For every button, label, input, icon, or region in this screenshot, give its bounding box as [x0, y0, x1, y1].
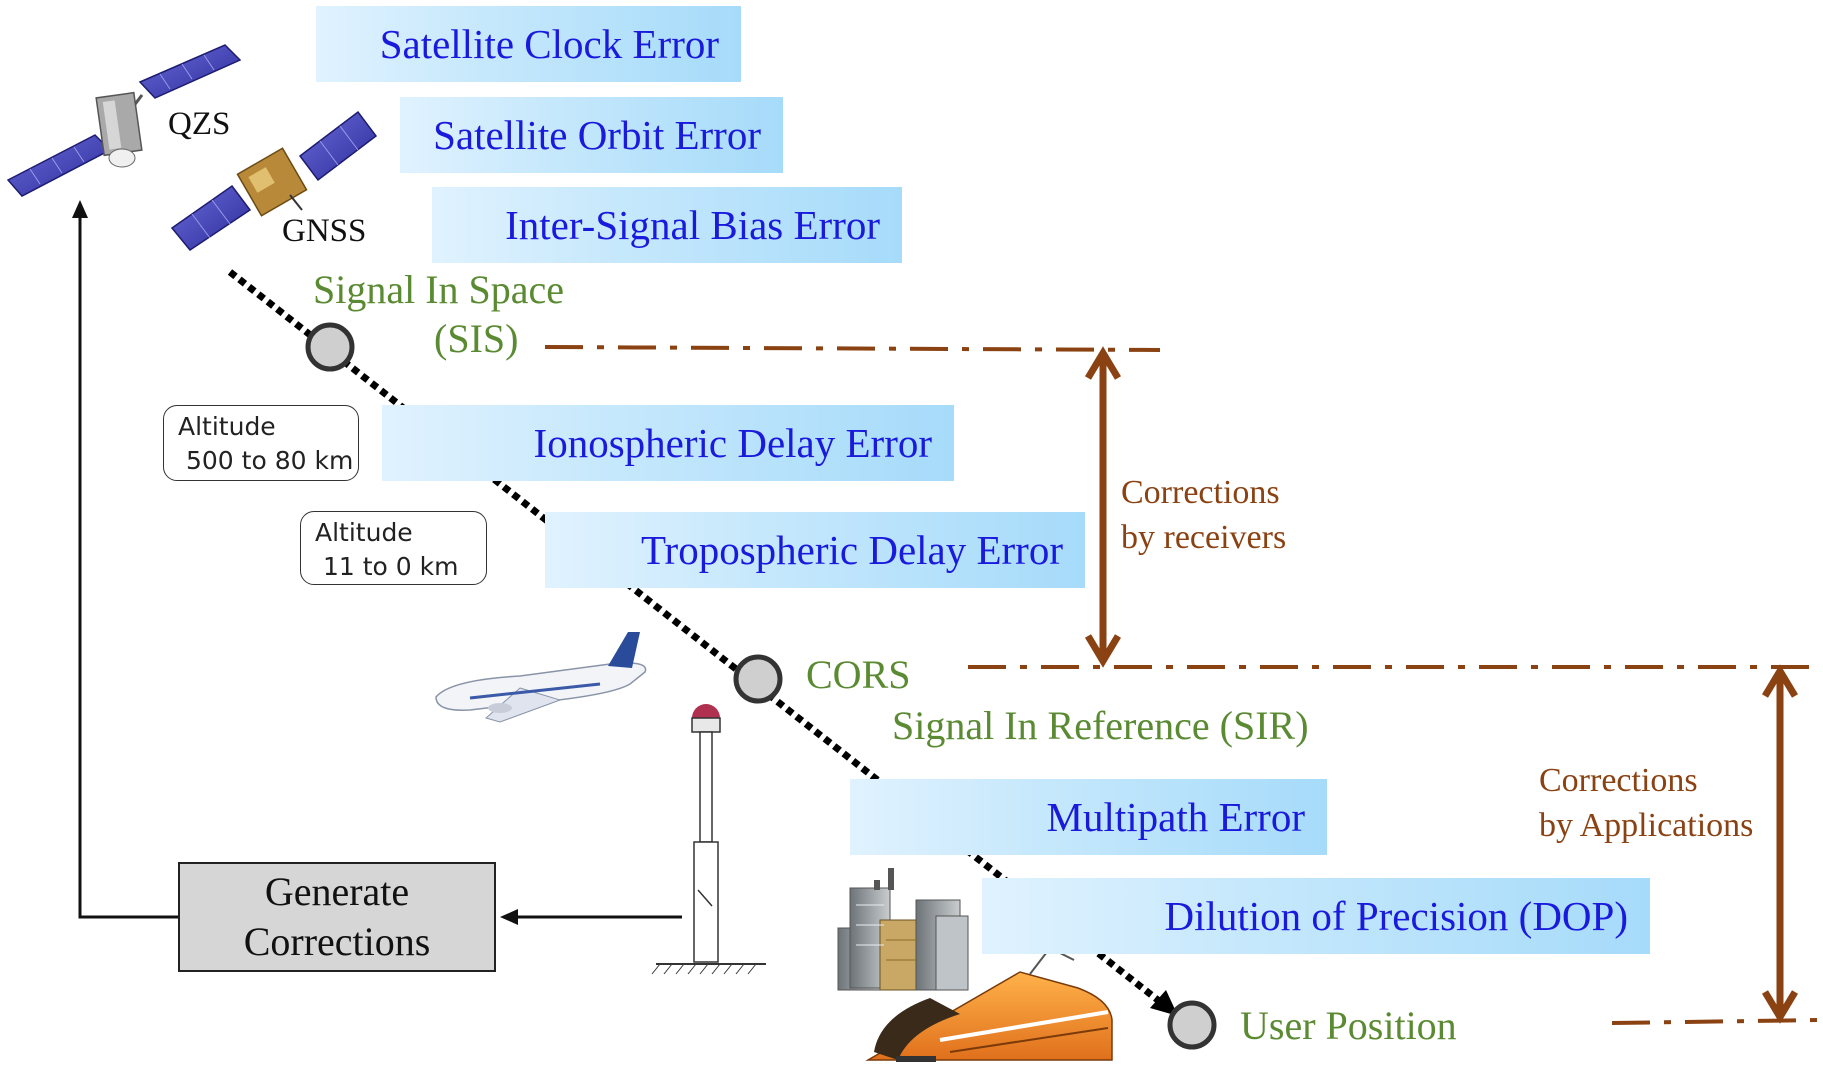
generate-corrections-box: Generate Corrections	[178, 862, 496, 972]
receivers-corrections-label: Corrections by receivers	[1121, 470, 1286, 560]
satellite-orbit-error-box: Satellite Orbit Error	[400, 97, 783, 173]
user-level-line	[1611, 1018, 1821, 1025]
generate-corrections-line2: Corrections	[243, 919, 431, 964]
dop-error-box: Dilution of Precision (DOP)	[982, 878, 1650, 954]
applications-correction-arrow	[1761, 664, 1799, 1024]
cors-to-generator-arrowhead	[500, 909, 518, 925]
uplink-line	[78, 212, 178, 919]
sis-level-line	[544, 345, 1161, 352]
cors-node	[733, 654, 783, 704]
satellite-clock-error-label: Satellite Clock Error	[379, 21, 719, 67]
ionospheric-delay-error-label: Ionospheric Delay Error	[533, 420, 932, 466]
dop-error-label: Dilution of Precision (DOP)	[1164, 893, 1629, 939]
gnss-label: GNSS	[282, 213, 367, 249]
qzs-satellite-icon	[6, 44, 242, 197]
sir-label: Signal In Reference (SIR)	[892, 703, 1309, 748]
upper-altitude-box: Altitude 500 to 80 km	[163, 405, 359, 481]
city-buildings-icon	[837, 868, 969, 991]
receivers-corrections-line1: Corrections	[1121, 474, 1280, 511]
gnss-satellite-icon	[170, 110, 378, 252]
applications-corrections-line2: by Applications	[1539, 807, 1754, 844]
multipath-error-box: Multipath Error	[850, 779, 1327, 855]
generate-corrections-line1: Generate	[264, 869, 410, 914]
lower-altitude-box: Altitude 11 to 0 km	[300, 511, 487, 585]
sis-label-line2: (SIS)	[434, 316, 519, 361]
applications-corrections-label: Corrections by Applications	[1539, 758, 1753, 848]
sis-label-line1: Signal In Space	[313, 267, 565, 312]
receivers-corrections-line2: by receivers	[1121, 519, 1287, 556]
receivers-correction-arrow	[1084, 346, 1122, 668]
inter-signal-bias-error-label: Inter-Signal Bias Error	[505, 202, 880, 248]
cors-antenna-icon	[651, 704, 766, 975]
satellite-orbit-error-label: Satellite Orbit Error	[433, 112, 761, 158]
lower-altitude-range: 11 to 0 km	[323, 552, 459, 581]
ionospheric-delay-error-box: Ionospheric Delay Error	[382, 405, 954, 481]
upper-altitude-range: 500 to 80 km	[186, 446, 354, 475]
multipath-error-label: Multipath Error	[1046, 794, 1305, 840]
applications-corrections-line1: Corrections	[1539, 762, 1698, 799]
inter-signal-bias-error-box: Inter-Signal Bias Error	[432, 187, 902, 263]
qzs-label: QZS	[168, 106, 231, 142]
upper-altitude-title: Altitude	[178, 412, 276, 441]
satellite-clock-error-box: Satellite Clock Error	[316, 6, 741, 82]
sis-node	[305, 322, 355, 372]
user-node	[1167, 1000, 1217, 1050]
signal-path-line	[227, 269, 1171, 1011]
tropospheric-delay-error-label: Tropospheric Delay Error	[640, 527, 1063, 573]
tropospheric-delay-error-box: Tropospheric Delay Error	[545, 512, 1085, 588]
lower-altitude-title: Altitude	[315, 518, 413, 547]
cors-label: CORS	[806, 652, 911, 697]
airplane-icon	[435, 632, 647, 723]
uplink-arrowhead	[72, 200, 88, 218]
user-position-label: User Position	[1240, 1003, 1457, 1048]
signal-path-arrowhead	[1150, 990, 1178, 1016]
